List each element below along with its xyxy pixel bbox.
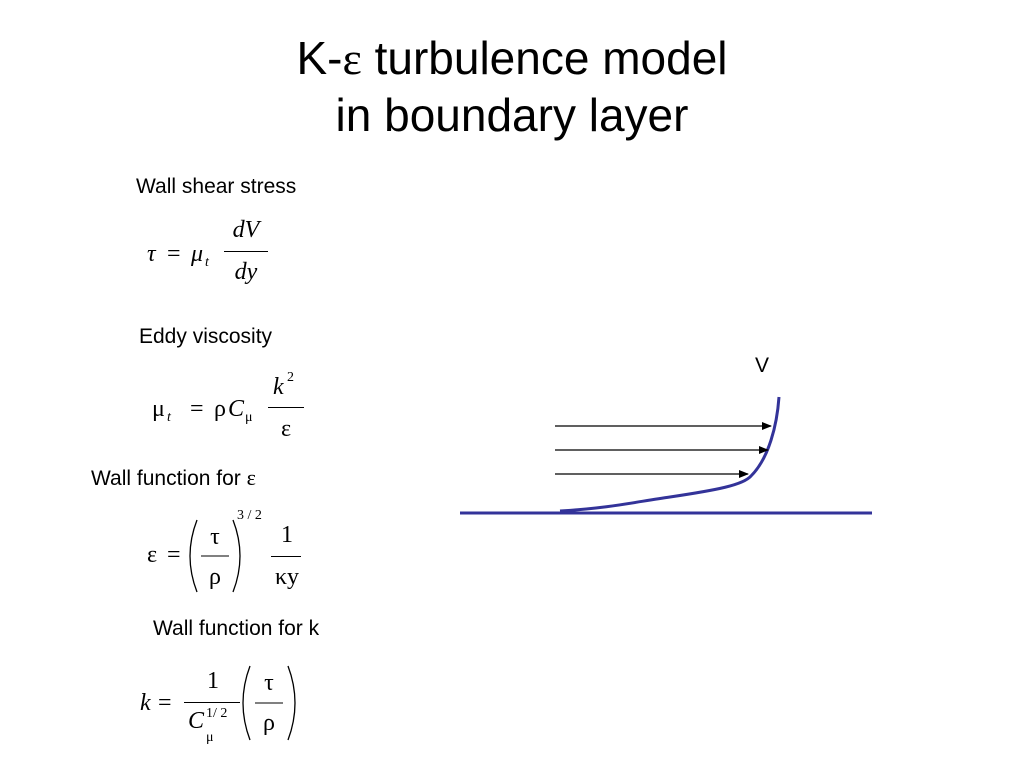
slide-title: K-ε turbulence model in boundary layer (0, 30, 1024, 143)
equation-wall-shear-stress: τ = μ t dV dy (145, 215, 275, 290)
eq-c: C (188, 708, 205, 734)
eq-numerator: 1 (281, 522, 293, 548)
eq-epsilon: ε (147, 542, 158, 568)
eq-denominator: κy (274, 564, 300, 590)
title-line-2: in boundary layer (335, 89, 689, 141)
eq-tau: τ (210, 524, 220, 550)
left-paren (189, 519, 198, 593)
boundary-layer-diagram: V (455, 350, 880, 530)
eq-mu-subscript: t (205, 255, 209, 270)
label-wall-shear-stress: Wall shear stress (136, 175, 297, 198)
velocity-label: V (755, 354, 770, 377)
eq-numerator: dV (232, 217, 260, 243)
equation-wall-function-k: k = 1 C 1/ 2 μ τ ρ (138, 658, 318, 750)
fraction-bar (184, 702, 240, 703)
eq-tau: τ (147, 241, 156, 267)
eq-equals: = (167, 542, 181, 568)
eq-denominator: dy (234, 259, 258, 285)
eq-c-subscript: μ (245, 410, 253, 425)
eq-numerator: k (273, 374, 284, 400)
fraction-bar (224, 251, 268, 252)
eq-numerator-exponent: 2 (287, 370, 294, 385)
fraction-bar (268, 407, 304, 408)
eq-mu: μ (191, 241, 204, 267)
eq-equals: = (167, 241, 181, 267)
velocity-profile-curve (559, 396, 781, 513)
epsilon-symbol: ε (342, 33, 362, 84)
eq-tau: τ (264, 670, 274, 696)
eq-equals: = (190, 396, 204, 422)
eq-denominator: ε (280, 416, 292, 442)
eq-k: k (140, 690, 151, 716)
eq-exponent: 3 / 2 (237, 508, 262, 523)
parentheses-group (189, 519, 241, 593)
eq-rho: ρ (209, 564, 221, 590)
velocity-profile-svg (460, 396, 872, 515)
eq-c: C (228, 396, 245, 422)
epsilon-symbol: ε (246, 465, 256, 490)
eq-mu: μ (152, 396, 165, 422)
label-text: Wall function for (91, 467, 247, 490)
label-wall-function-epsilon: Wall function for ε (91, 465, 256, 491)
right-paren (232, 519, 241, 593)
equation-wall-function-epsilon: ε = τ ρ 3 / 2 1 κy (145, 508, 315, 598)
label-eddy-viscosity: Eddy viscosity (139, 325, 273, 348)
eq-equals: = (158, 690, 172, 716)
parentheses-group (242, 665, 296, 741)
eq-mu-subscript: t (167, 410, 171, 425)
eq-numerator: 1 (207, 668, 219, 694)
title-line-1: K-ε turbulence model (0, 30, 1024, 87)
right-paren (287, 665, 296, 741)
title-suffix: turbulence model (361, 32, 728, 84)
eq-rho: ρ (214, 396, 226, 422)
fraction-bar (271, 556, 301, 557)
left-paren (242, 665, 251, 741)
equation-eddy-viscosity: μ t = ρ C μ k 2 ε (150, 370, 315, 448)
label-wall-function-k: Wall function for k (153, 617, 320, 640)
eq-rho: ρ (263, 710, 275, 736)
eq-c-exponent: 1/ 2 (206, 706, 228, 721)
eq-c-subscript: μ (206, 730, 214, 745)
title-prefix: K- (296, 32, 343, 84)
